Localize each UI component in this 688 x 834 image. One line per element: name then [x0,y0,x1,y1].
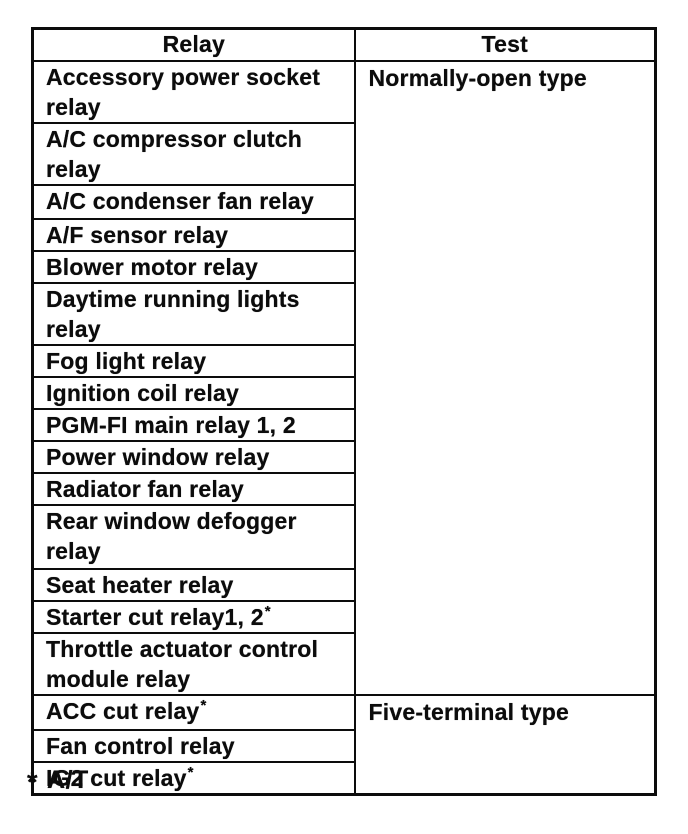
relay-label: Radiator fan relay [46,476,244,502]
relay-label: Seat heater relay [46,572,234,598]
footnote-text: A/T [47,766,89,794]
table-row: ACC cut relay* Five-terminal type [31,694,657,796]
table-row: Starter cut relay1, 2* [31,600,656,634]
footnote-mark: * [264,603,271,621]
relay-cell: Power window relay [31,440,356,474]
relay-label: A/F sensor relay [46,222,229,248]
relay-test-table: Relay Test Accessory power socket relay … [31,27,657,796]
relay-cell: Throttle actuator control module relay [31,632,356,696]
relay-label: Starter cut relay1, 2 [46,604,264,630]
table-row: A/C compressor clutch relay [31,122,656,186]
relay-label: Rear window defogger relay [46,508,297,564]
relay-label: A/C compressor clutch relay [46,126,302,182]
table-row: Blower motor relay [31,250,656,284]
relay-cell: Ignition coil relay [31,376,356,410]
relay-cell: Daytime running lights relay [31,282,356,346]
relay-cell: Rear window defogger relay [31,504,356,570]
test-column-header: Test [353,27,657,62]
test-group-cell: Five-terminal type [353,694,657,796]
table-row: IG2 cut relay* [31,761,656,796]
footnote-mark: * [200,697,207,715]
table-row: A/C condenser fan relay [31,184,656,220]
table-row: Ignition coil relay [31,376,656,410]
relay-label: Accessory power socket relay [46,64,321,120]
relay-column-header: Relay [31,27,356,62]
relay-label: Throttle actuator control module relay [46,636,319,692]
relay-cell: PGM-FI main relay 1, 2 [31,408,356,442]
relay-cell: ACC cut relay* [31,694,356,731]
footnote: * A/T [27,764,89,797]
table-header-row: Relay Test [31,27,657,62]
relay-cell: Seat heater relay [31,568,356,602]
table-row: Fog light relay [31,344,656,378]
relay-label: Fan control relay [46,733,235,759]
table-row: Throttle actuator control module relay [31,632,656,696]
relay-cell: Radiator fan relay [31,472,356,506]
relay-cell: Fog light relay [31,344,356,378]
relay-cell: IG2 cut relay* [31,761,356,796]
relay-cell: A/C condenser fan relay [31,184,356,220]
table-row: Fan control relay [31,729,656,763]
relay-cell: Blower motor relay [31,250,356,284]
footnote-mark: * [187,764,194,782]
table-row: Radiator fan relay [31,472,656,506]
relay-label: IG2 cut relay [46,765,187,791]
test-group-cell: Normally-open type [353,60,657,696]
relay-label: Fog light relay [46,348,207,374]
relay-label: Ignition coil relay [46,380,239,406]
relay-label: Blower motor relay [46,254,258,280]
relay-label: Daytime running lights relay [46,286,300,342]
relay-label: ACC cut relay [46,698,200,724]
table-row: Seat heater relay [31,568,656,602]
table-row: PGM-FI main relay 1, 2 [31,408,656,442]
table-row: Accessory power socket relay Normally-op… [31,60,657,696]
relay-label: A/C condenser fan relay [46,188,314,214]
test-group-label: Normally-open type [368,65,587,91]
relay-label: PGM-FI main relay 1, 2 [46,412,296,438]
relay-cell: A/C compressor clutch relay [31,122,356,186]
relay-cell: Accessory power socket relay [31,60,356,124]
table-row: Daytime running lights relay [31,282,656,346]
table-row: Rear window defogger relay [31,504,656,570]
relay-cell: Starter cut relay1, 2* [31,600,356,634]
relay-label: Power window relay [46,444,270,470]
test-group-label: Five-terminal type [368,699,569,725]
table-row: Power window relay [31,440,656,474]
relay-cell: Fan control relay [31,729,356,763]
relay-cell: A/F sensor relay [31,218,356,252]
footnote-asterisk: * [27,767,39,797]
table-row: A/F sensor relay [31,218,656,252]
